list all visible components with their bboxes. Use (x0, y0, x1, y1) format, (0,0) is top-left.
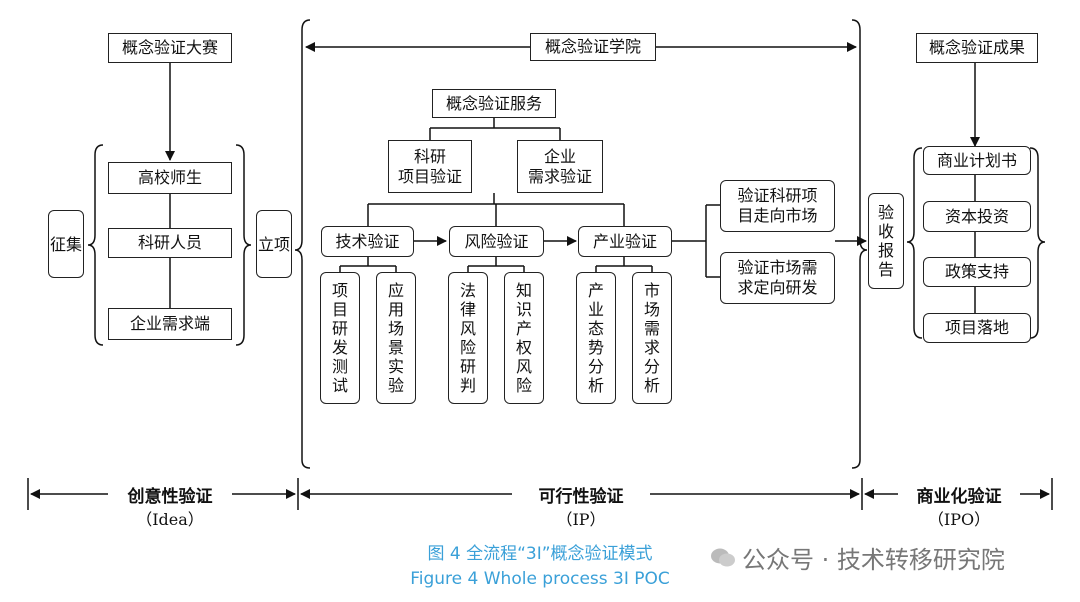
ipo-item-business-plan: 商业计划书 (923, 146, 1031, 175)
industry-sub-market: 市场需求分析 (632, 272, 672, 404)
phase-ip-sub: （IP） (556, 510, 606, 529)
watermark: 公众号 · 技术转移研究院 (710, 540, 1005, 575)
collect-label: 征集 (49, 234, 82, 254)
industry-sub-trend: 产业态势分析 (576, 272, 616, 404)
risk-sub-ip: 知识产权风险 (504, 272, 544, 404)
wechat-icon (710, 547, 736, 569)
ipo-item-policy: 政策支持 (923, 257, 1031, 287)
results-box: 概念验证成果 (916, 33, 1038, 63)
risk-sub-legal: 法律风险研判 (448, 272, 488, 404)
idea-item-enterprise: 企业需求端 (108, 308, 232, 340)
watermark-text: 公众号 · 技术转移研究院 (742, 546, 1005, 574)
service-box: 概念验证服务 (432, 89, 556, 118)
project-label: 立项 (257, 234, 290, 254)
tech-box: 技术验证 (321, 226, 414, 257)
risk-box: 风险验证 (449, 226, 544, 257)
contest-box: 概念验证大赛 (108, 33, 232, 63)
ipo-item-capital: 资本投资 (923, 201, 1031, 232)
output-to-market-box: 验证科研项 目走向市场 (720, 180, 835, 232)
tech-sub-scenario: 应用场景实验 (376, 272, 416, 404)
output-directed-rd-box: 验证市场需 求定向研发 (720, 252, 835, 304)
enterprise-box: 企业 需求验证 (517, 140, 603, 193)
caption-zh: 图 4 全流程“3I”概念验证模式 (427, 544, 653, 564)
project-box: 立项 (256, 210, 292, 278)
industry-box: 产业验证 (578, 226, 672, 257)
idea-item-teachers: 高校师生 (108, 162, 232, 194)
caption-en: Figure 4 Whole process 3I POC (410, 569, 670, 589)
research-box: 科研 项目验证 (388, 140, 472, 193)
collect-box: 征集 (48, 210, 84, 278)
tech-sub-dev-test: 项目研发测试 (320, 272, 360, 404)
ipo-item-landing: 项目落地 (923, 313, 1031, 343)
phase-ip-label: 可行性验证 (538, 487, 624, 507)
phase-ipo-label: 商业化验证 (916, 487, 1002, 507)
phase-idea-sub: （Idea） (136, 510, 204, 529)
idea-item-researchers: 科研人员 (108, 228, 232, 258)
acceptance-box: 验收报告 (868, 193, 904, 289)
academy-box: 概念验证学院 (530, 33, 656, 61)
phase-ipo-sub: （IPO） (927, 510, 991, 529)
phase-idea-label: 创意性验证 (127, 487, 213, 507)
